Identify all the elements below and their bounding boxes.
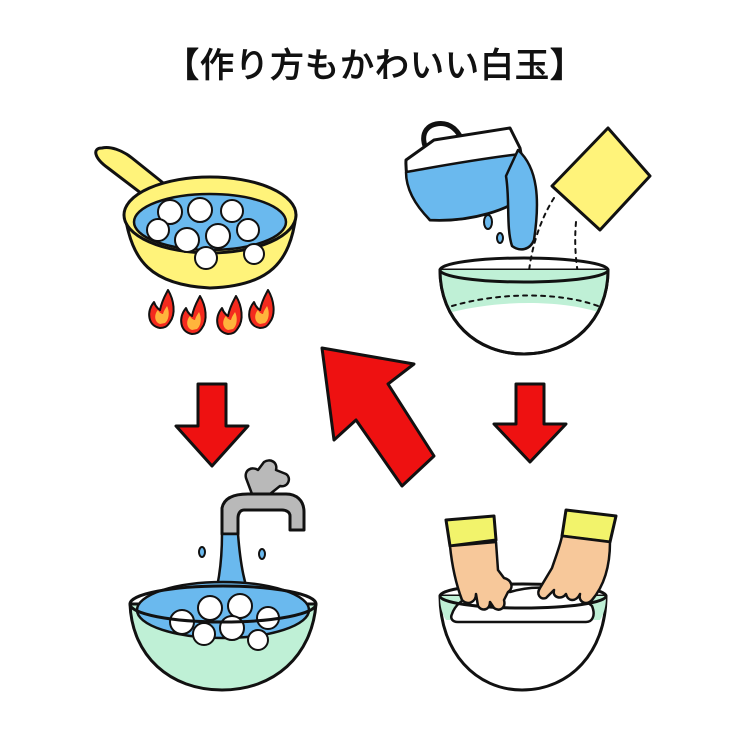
step-mix (404, 121, 652, 356)
step-cool (128, 459, 318, 692)
pitcher-water (404, 152, 530, 222)
step-knead (438, 508, 618, 692)
arrow-boil-to-cool-icon (174, 382, 250, 468)
knead-bowl-rim (438, 582, 608, 610)
arrow-mix-to-knead-icon (492, 382, 568, 464)
ingredients-line (451, 294, 599, 307)
stove-flames (148, 289, 275, 335)
page-title: 【作り方もかわいい白玉】 (165, 46, 585, 86)
boiling-dumplings (146, 197, 265, 270)
splash-drops-icon (198, 546, 266, 560)
left-hand-icon (448, 540, 513, 611)
water-stream (504, 148, 539, 251)
faucet-icon (220, 492, 306, 536)
faucet-handle-icon (244, 459, 291, 496)
flour-bag (550, 126, 652, 232)
left-sleeve (444, 514, 498, 548)
mixing-bowl-outline (438, 268, 610, 356)
right-hand-icon (537, 534, 612, 605)
step-boil (94, 146, 298, 335)
arrow-knead-to-boil-icon (320, 346, 436, 488)
cooling-bowl-rim (128, 584, 318, 624)
water-drops-icon (483, 214, 504, 244)
